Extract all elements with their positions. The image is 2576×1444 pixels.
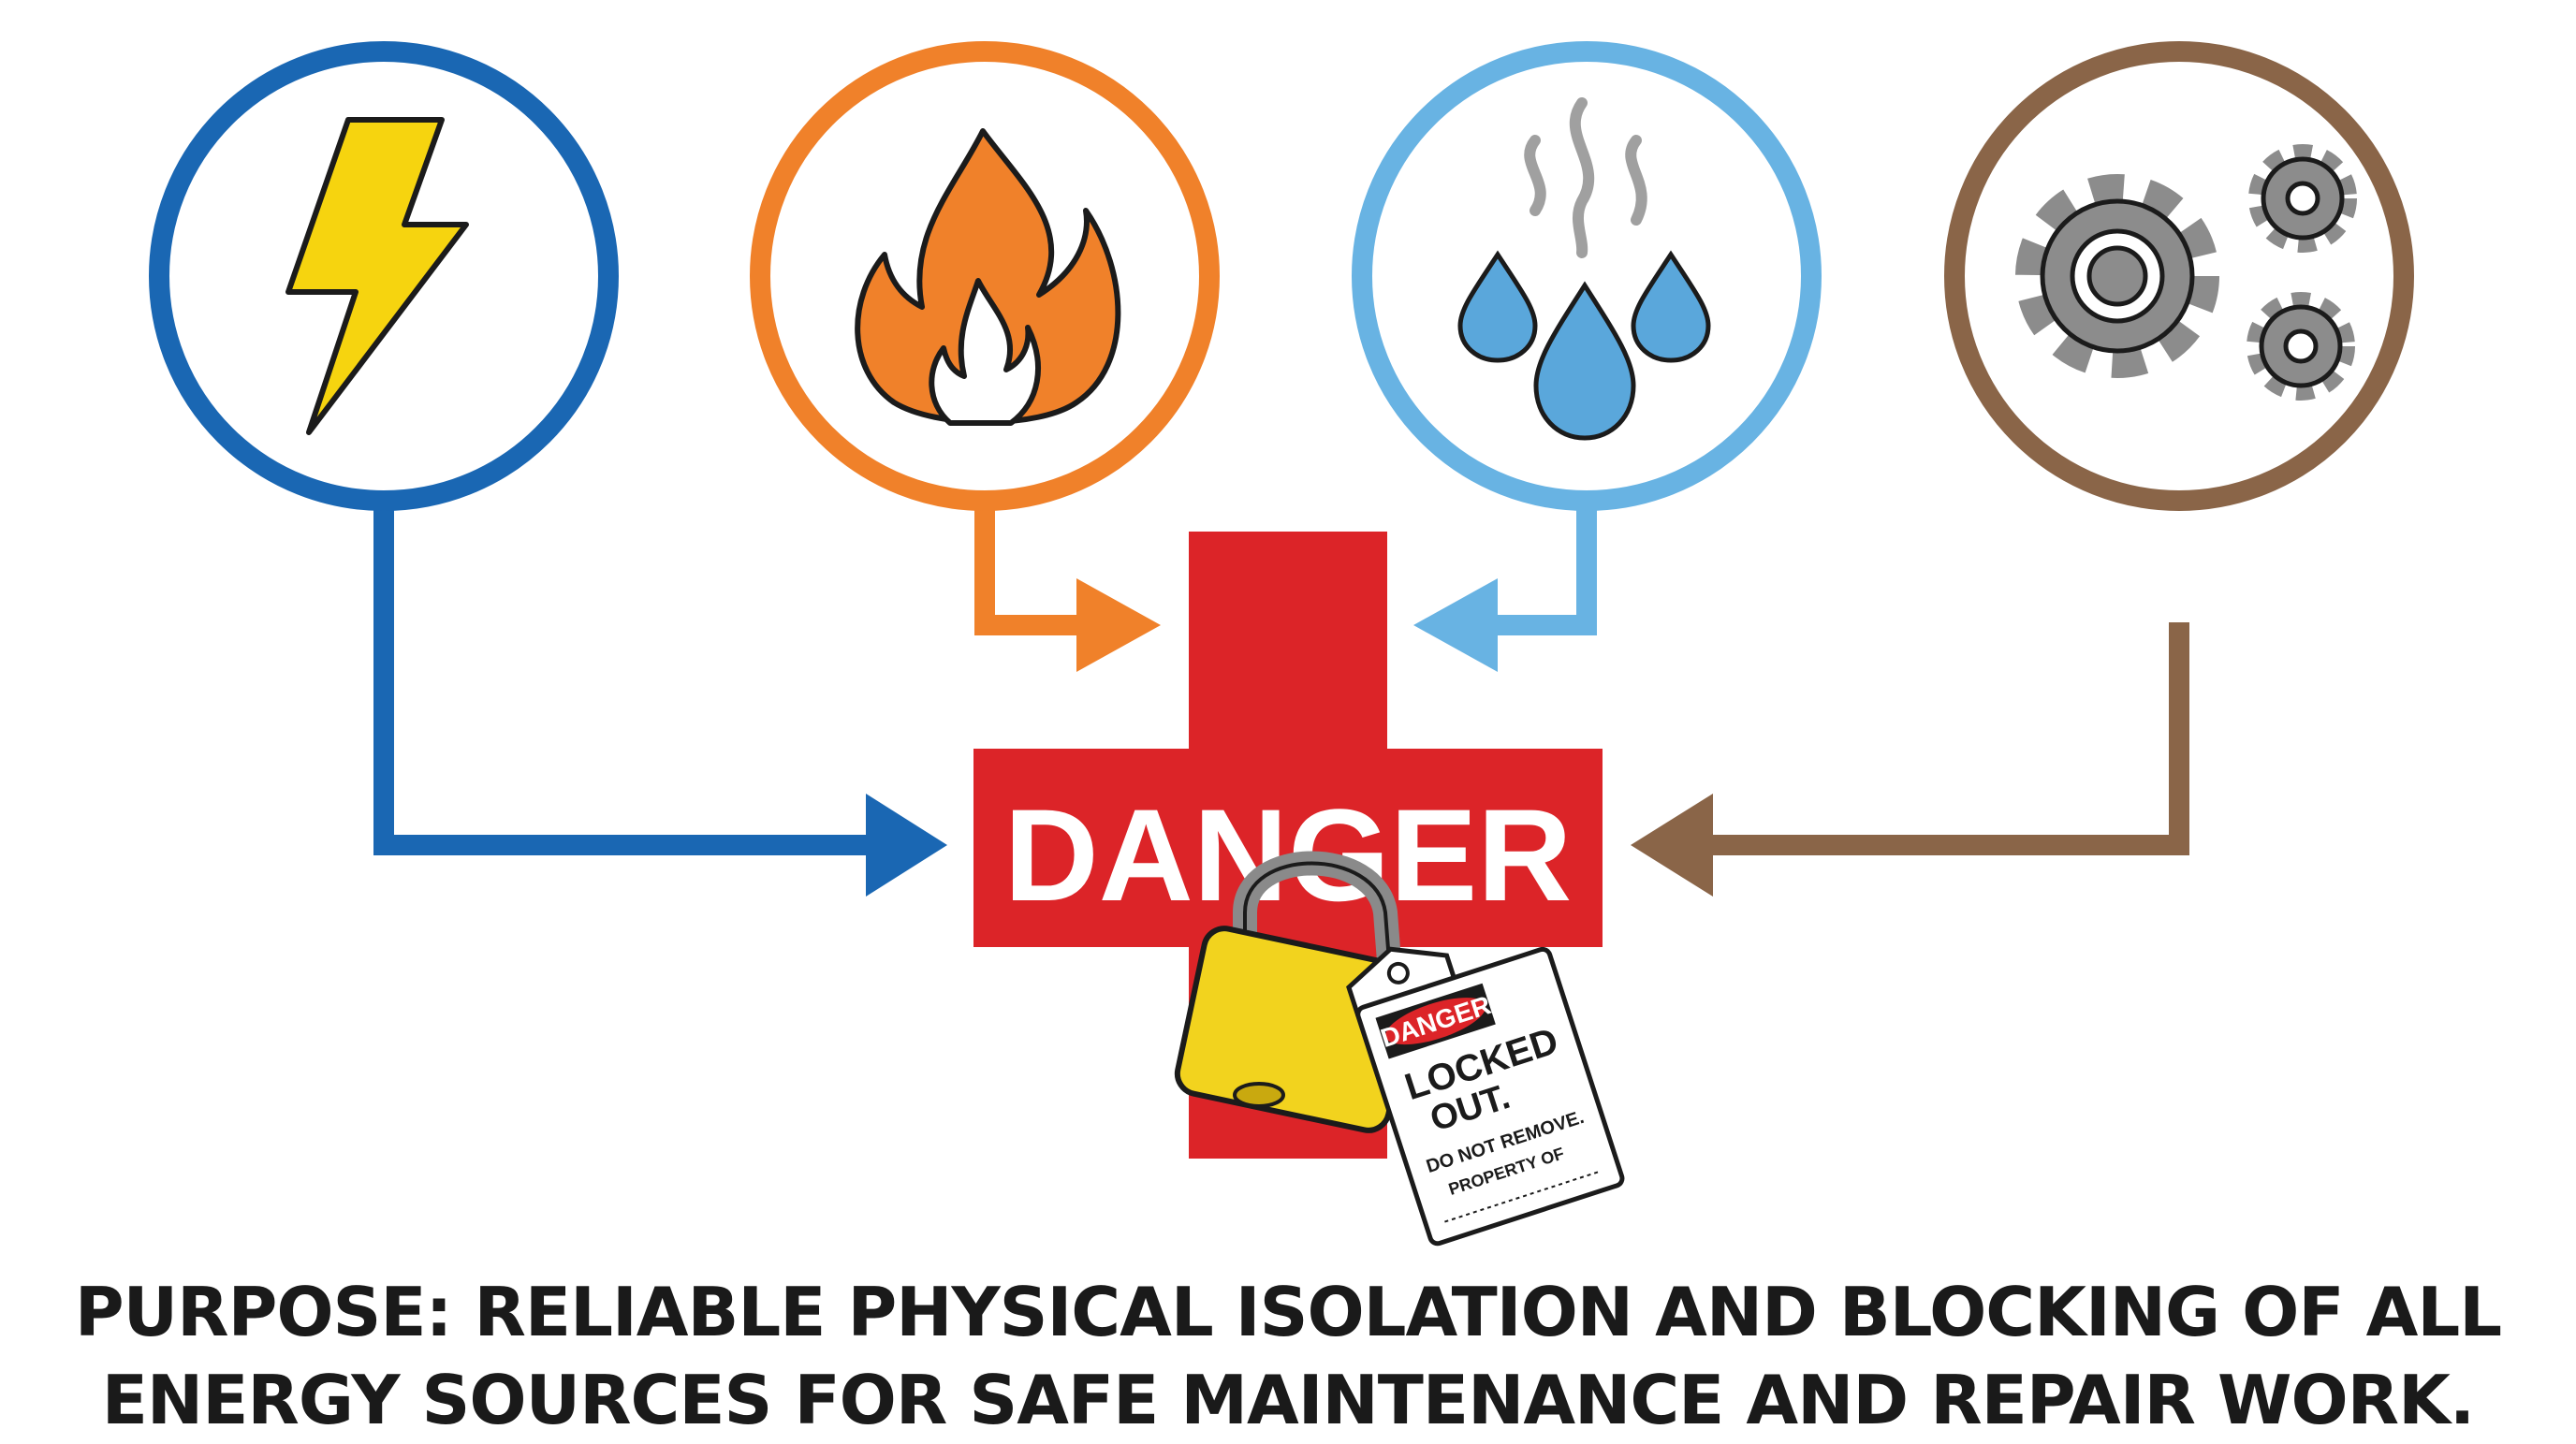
connector-hydraulic <box>1413 501 1597 672</box>
arrow-mechanical <box>1631 794 1713 897</box>
arrow-hydraulic <box>1413 578 1498 672</box>
source-electrical <box>149 41 619 511</box>
lockout-tag: DANGER LOCKED OUT. DO NOT REMOVE. PROPER… <box>1346 946 1625 1247</box>
small-gear-top-icon <box>2248 144 2357 253</box>
arrow-electrical <box>866 794 947 897</box>
source-hydraulic <box>1352 41 1822 511</box>
water-drops-icon <box>1457 250 1711 441</box>
flame-icon <box>855 128 1121 426</box>
purpose-caption: PURPOSE: RELIABLE PHYSICAL ISOLATION AND… <box>0 1268 2576 1444</box>
caption-line-1: PURPOSE: RELIABLE PHYSICAL ISOLATION AND… <box>74 1273 2502 1351</box>
source-mechanical <box>1944 41 2414 511</box>
steam-icon <box>1524 97 1647 258</box>
arrow-thermal <box>1076 578 1161 672</box>
large-gear-icon <box>2015 174 2219 378</box>
gears-icon <box>2015 144 2357 401</box>
connector-thermal <box>974 501 1161 672</box>
connector-electrical <box>373 501 947 897</box>
lightning-bolt-icon <box>285 117 469 435</box>
connector-mechanical <box>1631 622 2189 897</box>
small-gear-bottom-icon <box>2247 292 2355 401</box>
source-thermal <box>750 41 1220 511</box>
caption-line-2: ENERGY SOURCES FOR SAFE MAINTENANCE AND … <box>101 1361 2475 1439</box>
